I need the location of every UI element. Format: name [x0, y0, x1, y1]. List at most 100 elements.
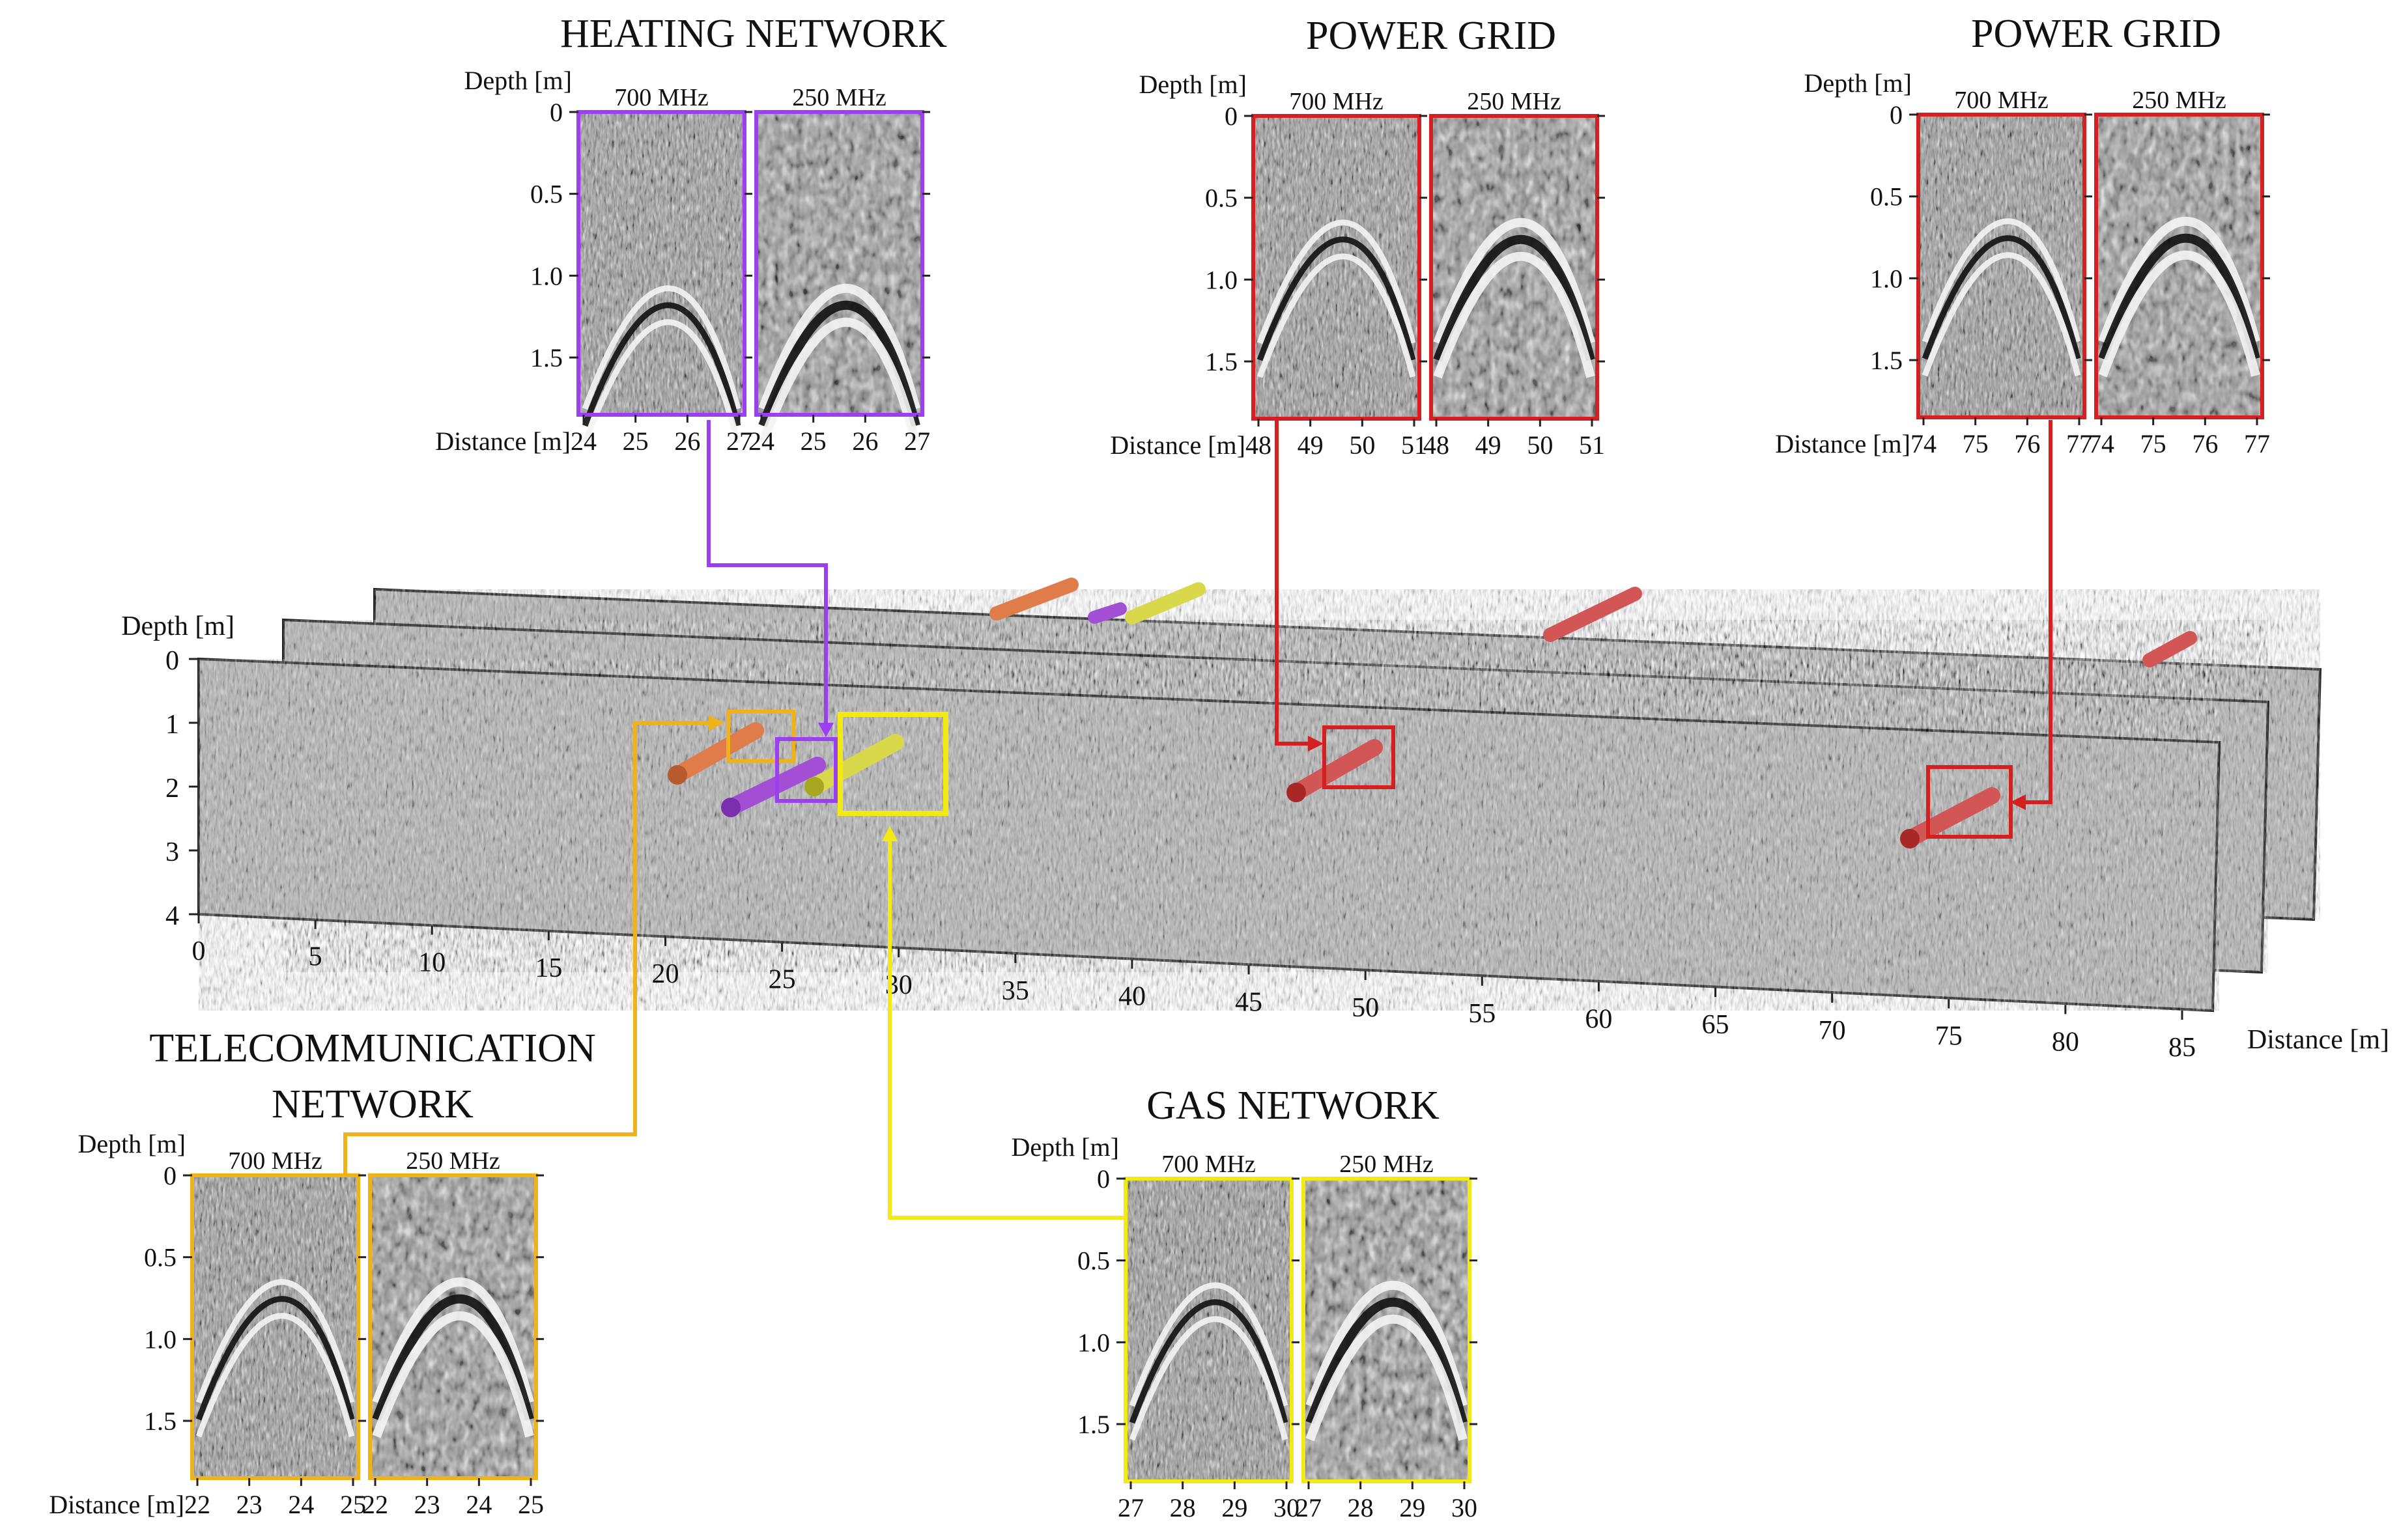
- distance-tick: 77: [2066, 429, 2092, 458]
- main-distance-tick: 10: [418, 947, 446, 977]
- panel-title: POWER GRID: [1971, 12, 2221, 56]
- radargram-high-freq: [1916, 113, 2086, 419]
- main-distance-tick: 70: [1819, 1016, 1846, 1046]
- distance-tick: 23: [414, 1490, 440, 1519]
- depth-axis-label: Depth [m]: [1139, 70, 1247, 99]
- frequency-label: 700 MHz: [1289, 88, 1384, 115]
- depth-axis-label: Depth [m]: [78, 1129, 186, 1158]
- depth-tick: 1.0: [1870, 264, 1903, 293]
- depth-tick: 1.5: [1205, 347, 1238, 376]
- depth-axis-label: Depth [m]: [464, 66, 572, 95]
- depth-tick: 0.5: [144, 1243, 177, 1272]
- connector-power-1-arrow: [1308, 736, 1324, 751]
- connectors: [343, 420, 2052, 1220]
- connector-power-2: [2018, 420, 2052, 804]
- distance-tick: 49: [1298, 430, 1324, 460]
- radargram-high-freq: [576, 110, 746, 444]
- frequency-label: 700 MHz: [1161, 1151, 1256, 1178]
- radargram-low-freq: [754, 110, 924, 445]
- depth-tick: 0: [550, 98, 563, 127]
- connector-power-1: [1275, 420, 1316, 746]
- distance-tick: 76: [2014, 429, 2040, 458]
- depth-axis-label: Depth [m]: [1011, 1132, 1119, 1162]
- distance-tick: 48: [1423, 430, 1449, 460]
- distance-axis-label: Distance [m]: [435, 427, 571, 456]
- distance-tick: 25: [801, 427, 827, 456]
- radargram-high-freq: [1251, 114, 1421, 421]
- depth-tick: 0.5: [1870, 182, 1903, 212]
- panel-title: POWER GRID: [1306, 14, 1556, 58]
- distance-tick: 30: [1273, 1493, 1299, 1522]
- frequency-label: 250 MHz: [792, 84, 887, 111]
- main-distance-tick: 35: [1002, 976, 1029, 1006]
- main-distance-tick: 25: [769, 965, 796, 995]
- main-distance-tick: 80: [2052, 1027, 2079, 1057]
- radargram-frame: [1916, 113, 2086, 419]
- main-distance-label: Distance [m]: [2247, 1025, 2389, 1055]
- depth-tick: 0: [1097, 1164, 1110, 1194]
- depth-tick: 0: [1225, 102, 1238, 131]
- depth-tick: 1.0: [530, 261, 563, 290]
- pipe-gas: [804, 734, 904, 796]
- frequency-label: 250 MHz: [2132, 87, 2226, 114]
- distance-tick: 28: [1348, 1493, 1374, 1522]
- connector-telecom: [343, 721, 717, 1179]
- depth-tick: 1.5: [144, 1407, 177, 1436]
- distance-tick: 26: [674, 427, 700, 456]
- panel-title: TELECOMMUNICATION: [149, 1026, 595, 1071]
- distance-axis-label: Distance [m]: [1110, 430, 1245, 460]
- pipe-heating: [721, 757, 826, 817]
- distance-tick: 75: [1963, 429, 1989, 458]
- pipe-telecom: [668, 722, 764, 785]
- distance-tick: 30: [1451, 1493, 1477, 1522]
- radargram-frame: [1429, 114, 1599, 421]
- radargram-frame: [576, 110, 746, 417]
- distance-tick: 27: [1296, 1493, 1322, 1522]
- distance-tick: 27: [1118, 1493, 1144, 1522]
- depth-tick: 1.0: [1205, 265, 1238, 294]
- depth-tick: 1.5: [1077, 1410, 1110, 1439]
- depth-tick: 0.5: [1205, 184, 1238, 213]
- radargram-high-freq: [190, 1173, 360, 1480]
- main-depth-tick: 2: [165, 774, 179, 804]
- radargram-high-freq: [1124, 1177, 1294, 1483]
- depth-tick: 1.5: [1870, 346, 1903, 375]
- main-depth-tick: 3: [165, 837, 179, 867]
- depth-tick: 0: [1890, 100, 1903, 130]
- distance-tick: 29: [1221, 1493, 1247, 1522]
- main-distance-tick: 65: [1702, 1010, 1729, 1040]
- depth-tick: 0.5: [530, 180, 563, 209]
- distance-tick: 25: [623, 427, 649, 456]
- radargram-frame: [190, 1173, 360, 1480]
- main-distance-tick: 45: [1235, 987, 1262, 1017]
- frequency-label: 250 MHz: [1339, 1151, 1434, 1178]
- panel-title: GAS NETWORK: [1146, 1084, 1440, 1128]
- radargram-low-freq: [2094, 113, 2264, 419]
- depth-tick: 1.0: [144, 1324, 177, 1354]
- frequency-label: 700 MHz: [228, 1147, 322, 1175]
- connector-heating-arrow: [818, 723, 834, 737]
- distance-tick: 51: [1579, 430, 1605, 460]
- main-distance-tick: 5: [309, 942, 322, 972]
- pipe-power-2: [1900, 787, 2000, 848]
- depth-tick: 1.5: [530, 343, 563, 372]
- main-distance-tick: 60: [1585, 1004, 1612, 1034]
- distance-tick: 24: [748, 427, 774, 456]
- radargram-frame: [1251, 114, 1421, 421]
- main-depth-tick: 0: [165, 646, 179, 676]
- depth-tick: 0.5: [1077, 1246, 1110, 1276]
- main-distance-tick: 20: [651, 959, 679, 989]
- box-gas: [838, 712, 948, 816]
- distance-tick: 51: [1401, 430, 1427, 460]
- distance-tick: 76: [2192, 429, 2218, 458]
- connector-telecom-arrow: [709, 715, 724, 731]
- distance-tick: 23: [236, 1490, 263, 1519]
- distance-tick: 24: [288, 1490, 314, 1519]
- distance-tick: 29: [1399, 1493, 1425, 1522]
